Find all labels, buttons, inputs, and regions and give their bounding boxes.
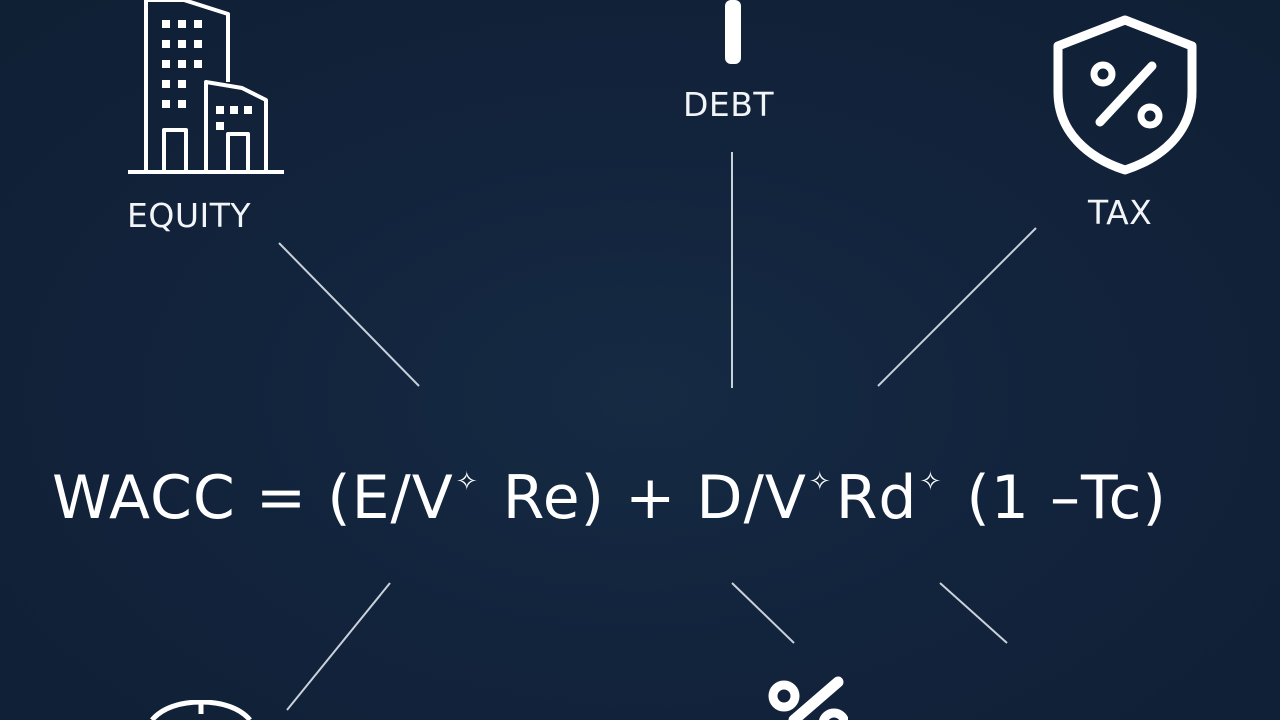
sparkle-icon: ✧ xyxy=(919,467,943,497)
sparkle-icon: ✧ xyxy=(808,467,832,497)
debt-label: DEBT xyxy=(683,85,775,124)
formula-part-4: (1 –Tc) xyxy=(946,463,1167,533)
buildings-icon xyxy=(128,0,284,174)
percent-icon xyxy=(768,676,848,720)
bottom-right-connector xyxy=(939,582,1008,644)
wacc-formula: WACC = (E/V✧ Re) + D/V✧Rd✧ (1 –Tc) xyxy=(52,463,1167,533)
formula-part-1: WACC = (E/V xyxy=(52,463,454,533)
bottom-center-connector xyxy=(731,582,795,644)
clock-icon xyxy=(150,700,252,720)
equity-connector xyxy=(278,242,420,387)
bottom-left-connector xyxy=(286,582,391,711)
formula-part-2: Re) + D/V xyxy=(482,463,807,533)
equity-label: EQUITY xyxy=(127,196,252,235)
formula-part-3: Rd xyxy=(835,463,918,533)
bar-icon xyxy=(725,0,741,64)
shield-percent-icon xyxy=(1053,15,1197,175)
tax-connector xyxy=(877,227,1037,387)
sparkle-icon: ✧ xyxy=(455,467,479,497)
tax-label: TAX xyxy=(1088,193,1153,232)
